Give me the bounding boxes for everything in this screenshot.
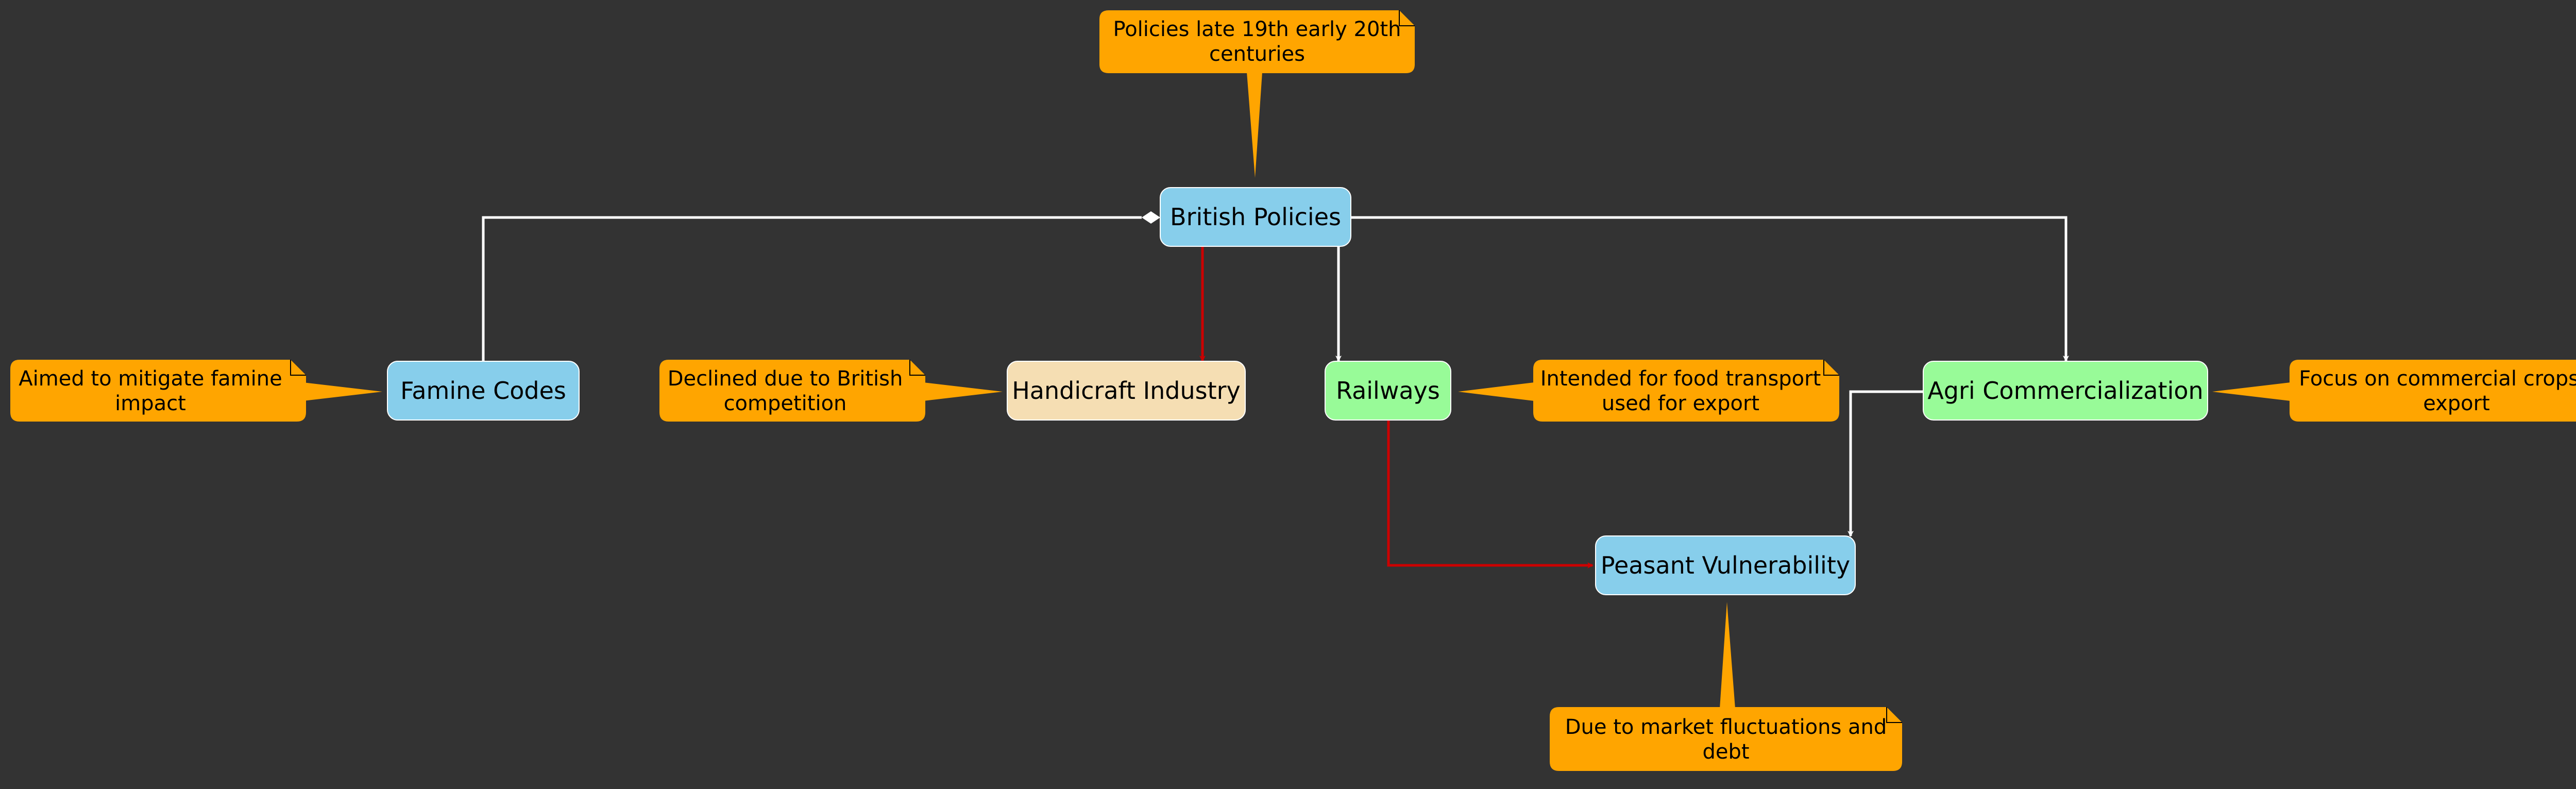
node-handicraft-industry-box <box>1007 361 1246 421</box>
note-railways: Intended for food transport used for exp… <box>1533 360 1839 422</box>
tail-railways <box>1458 382 1534 401</box>
note-railways-line-1: Intended for food transport <box>1540 367 1821 391</box>
node-famine-codes-label: Famine Codes <box>400 377 566 405</box>
node-peasant-vulnerability-box <box>1595 535 1856 595</box>
tail-peasant <box>1720 602 1735 709</box>
node-agri-commercialization[interactable]: Agri Commercialization <box>1923 361 2208 421</box>
edges <box>482 211 2069 568</box>
note-railways-box <box>1533 360 1839 422</box>
note-peasant: Due to market fluctuations and debt <box>1550 707 1902 771</box>
note-handicraft-line-2: competition <box>724 392 847 415</box>
edge-agri-to-peasant <box>1848 390 1923 537</box>
note-fold-icon <box>1399 10 1415 26</box>
node-railways-label: Railways <box>1336 377 1440 405</box>
note-fold-icon <box>1823 360 1839 376</box>
note-famine-codes-line-2: impact <box>115 392 186 415</box>
note-agri-line-1: Focus on commercial crops for <box>2299 367 2576 391</box>
note-policies-era: Policies late 19th early 20th centuries <box>1099 10 1415 73</box>
node-peasant-vulnerability-label: Peasant Vulnerability <box>1601 551 1850 579</box>
edge-famine-codes-to-british-policies <box>482 211 1160 361</box>
node-railways-box <box>1325 361 1451 421</box>
note-peasant-line-2: debt <box>1702 740 1749 764</box>
tail-policies-era <box>1247 72 1262 178</box>
note-famine-codes-line-1: Aimed to mitigate famine <box>19 367 282 391</box>
note-handicraft-line-1: Declined due to British <box>668 367 903 391</box>
node-agri-commercialization-label: Agri Commercialization <box>1927 377 2203 405</box>
note-tails <box>303 72 2291 709</box>
note-agri-line-2: export <box>2423 392 2490 415</box>
edge-railways-to-peasant <box>1387 420 1594 568</box>
note-agri: Focus on commercial crops for export <box>2290 360 2576 422</box>
note-agri-box <box>2290 360 2576 422</box>
node-handicraft-industry[interactable]: Handicraft Industry <box>1007 361 1246 421</box>
node-handicraft-industry-label: Handicraft Industry <box>1012 377 1241 405</box>
note-policies-era-line-2: centuries <box>1209 42 1305 66</box>
edge-british-policies-to-agri <box>1351 216 2069 362</box>
node-british-policies-label: British Policies <box>1170 203 1341 231</box>
tail-handicraft <box>923 382 1003 401</box>
note-policies-era-line-1: Policies late 19th early 20th <box>1113 18 1401 41</box>
node-peasant-vulnerability[interactable]: Peasant Vulnerability <box>1595 535 1856 595</box>
node-famine-codes[interactable]: Famine Codes <box>387 361 580 421</box>
note-fold-icon <box>909 360 925 376</box>
note-peasant-box <box>1550 707 1902 771</box>
node-famine-codes-box <box>387 361 580 421</box>
node-railways[interactable]: Railways <box>1325 361 1451 421</box>
note-peasant-line-1: Due to market fluctuations and <box>1565 715 1887 739</box>
note-railways-line-2: used for export <box>1602 392 1759 415</box>
composition-diamond-icon <box>1142 211 1160 224</box>
tail-agri <box>2212 382 2291 401</box>
note-famine-codes: Aimed to mitigate famine impact <box>10 360 306 422</box>
note-handicraft: Declined due to British competition <box>659 360 925 422</box>
note-policies-era-box <box>1099 10 1415 73</box>
note-fold-icon <box>290 360 306 376</box>
note-famine-codes-box <box>10 360 306 422</box>
tail-famine-codes <box>303 382 382 401</box>
node-agri-commercialization-box <box>1923 361 2208 421</box>
node-british-policies-box <box>1160 187 1351 247</box>
note-handicraft-box <box>659 360 925 422</box>
node-british-policies[interactable]: British Policies <box>1160 187 1351 247</box>
note-fold-icon <box>1886 707 1902 723</box>
